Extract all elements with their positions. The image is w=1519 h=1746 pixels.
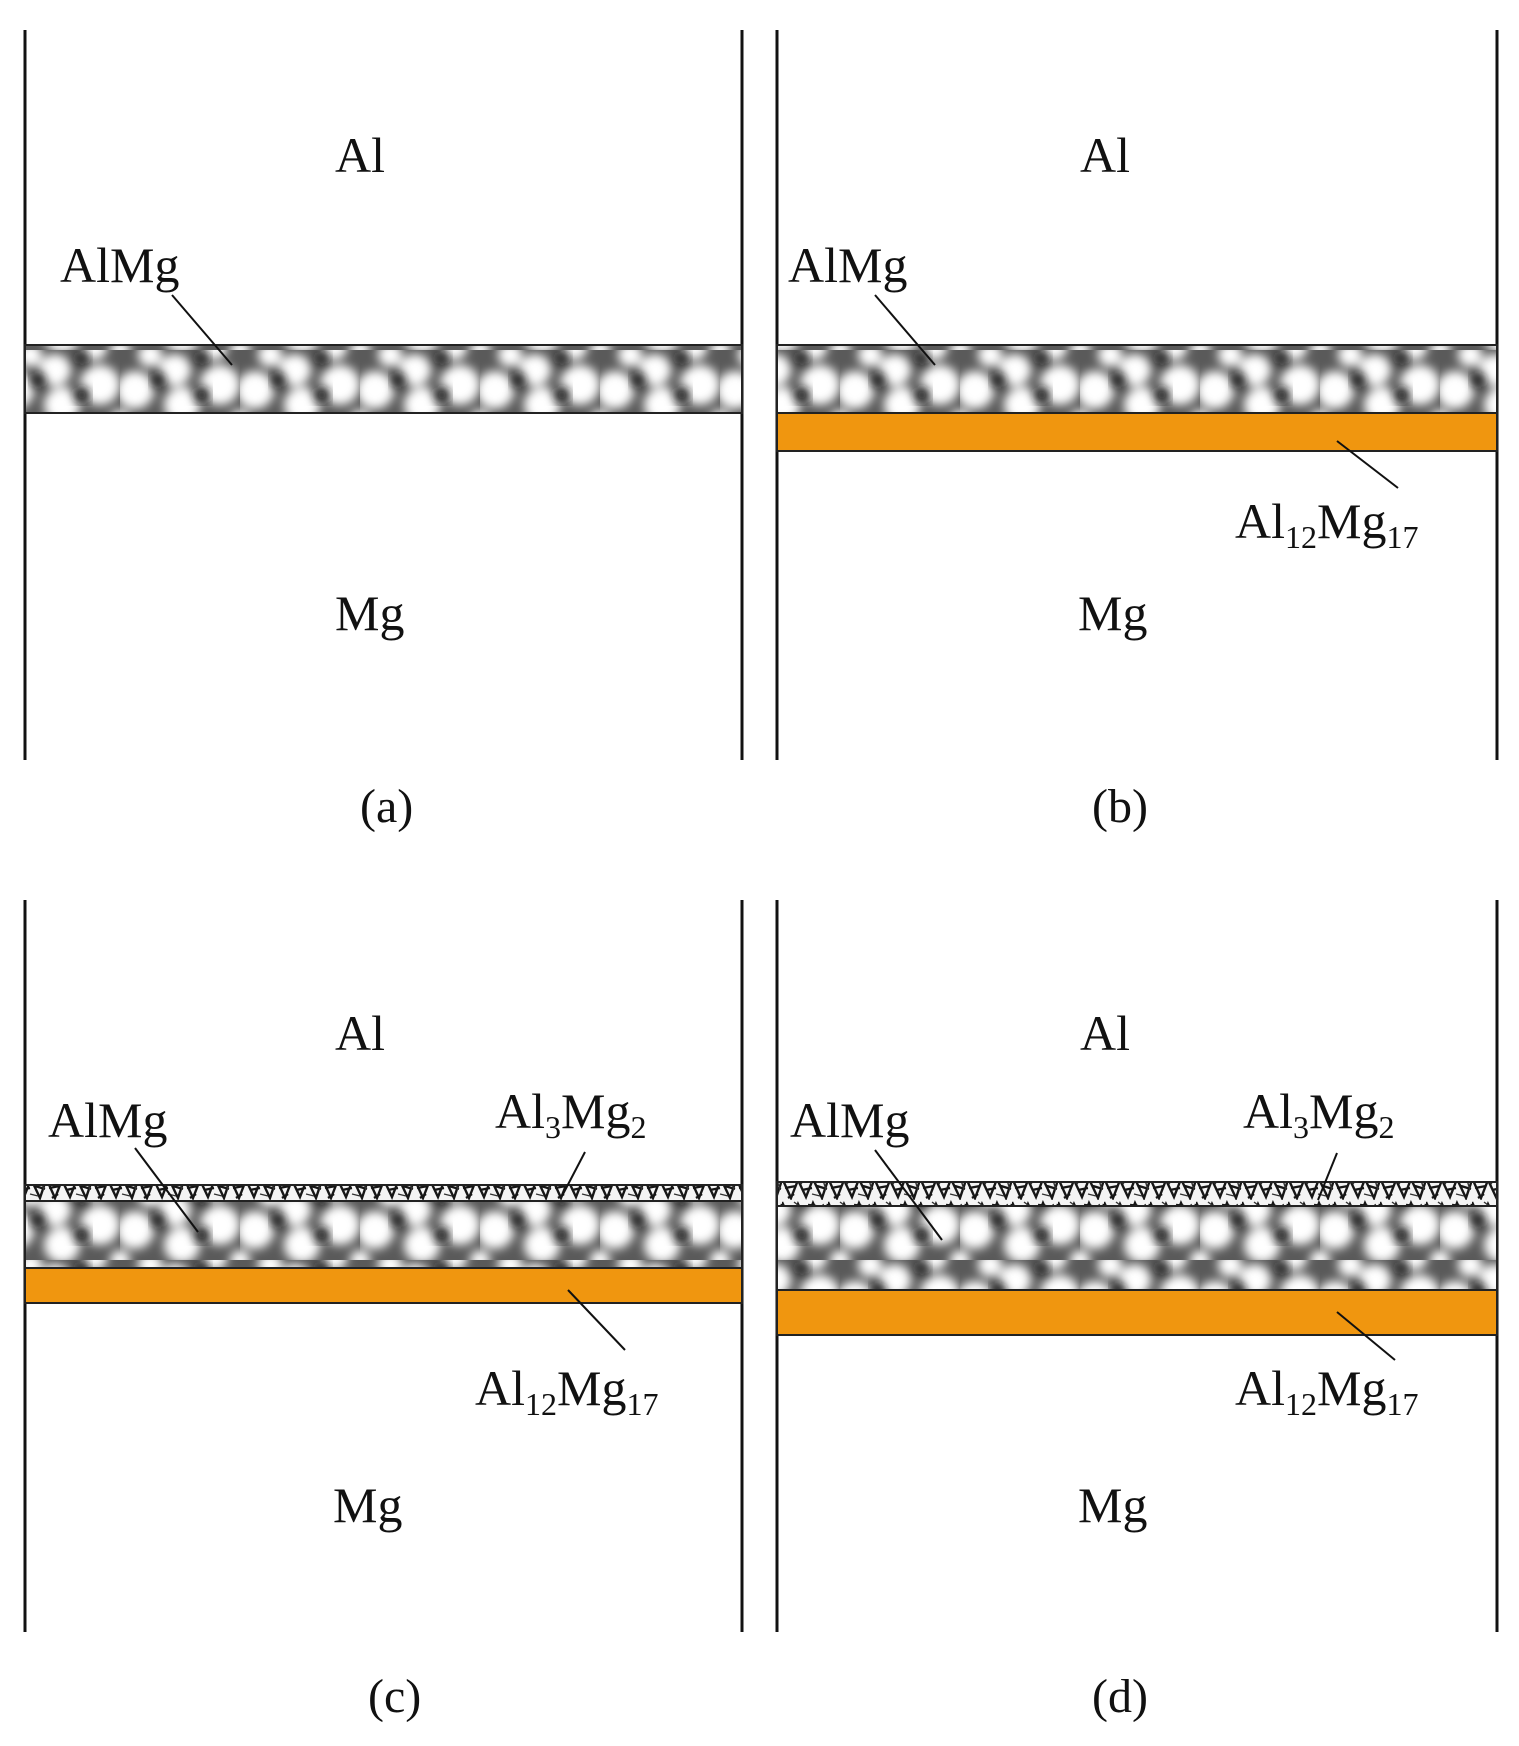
panel-d-al12mg17-layer [776, 1289, 1498, 1336]
panel-c-almg-label: AlMg [48, 1092, 167, 1148]
panel-b-bottom-material: Mg [1078, 585, 1147, 641]
panel-b-al12mg17-label: Al12Mg17 [1235, 493, 1418, 555]
panel-a: Al AlMg Mg (a) [23, 30, 744, 833]
panel-b-al12mg17-leader [1336, 440, 1399, 489]
panel-b-almg-label: AlMg [788, 237, 907, 293]
panel-d-al3mg2-leader [1317, 1152, 1338, 1201]
panel-d-al3mg2-layer [776, 1181, 1498, 1207]
panel-c-top-material: Al [335, 1005, 385, 1061]
panel-b-almg-leader [874, 294, 936, 366]
panel-d-top-material: Al [1080, 1005, 1130, 1061]
panel-a-almg-layer [24, 344, 743, 414]
panel-b-caption: (b) [1092, 780, 1148, 833]
panel-c-al12mg17-leader [567, 1289, 626, 1351]
panel-c-al12mg17-label: Al12Mg17 [475, 1360, 658, 1422]
panel-c-al3mg2-leader [561, 1151, 586, 1197]
panel-d-almg-label: AlMg [790, 1092, 909, 1148]
panel-b-al12mg17-layer [776, 412, 1498, 452]
panel-d-caption: (d) [1092, 1670, 1148, 1723]
panel-c-almg-layer [24, 1200, 743, 1269]
panel-d-almg-layer [776, 1205, 1498, 1291]
panel-c-al12mg17-layer [24, 1267, 743, 1304]
panel-a-almg-label: AlMg [60, 237, 179, 293]
panel-d-almg-leader [874, 1149, 943, 1241]
panel-b: Al AlMg Al12Mg17 Mg (b) [775, 30, 1499, 833]
panel-a-almg-leader [171, 294, 233, 366]
panel-c-caption: (c) [368, 1670, 421, 1723]
panel-d-al12mg17-leader [1336, 1311, 1396, 1361]
panel-c-bottom-material: Mg [333, 1477, 402, 1533]
panel-b-almg-layer [776, 344, 1498, 414]
panel-a-caption: (a) [360, 780, 413, 833]
panel-d: Al AlMg Al3Mg2 Al12Mg17 Mg (d) [775, 900, 1499, 1723]
panel-c-al3mg2-label: Al3Mg2 [495, 1083, 646, 1145]
panel-d-al3mg2-label: Al3Mg2 [1243, 1083, 1394, 1145]
panel-c: Al AlMg Al3Mg2 Al12Mg17 Mg (c) [23, 900, 744, 1723]
panel-c-al3mg2-layer [24, 1184, 743, 1202]
panel-d-bottom-material: Mg [1078, 1477, 1147, 1533]
panel-c-almg-leader [134, 1147, 199, 1233]
panel-d-al12mg17-label: Al12Mg17 [1235, 1360, 1418, 1422]
panel-a-top-material: Al [335, 127, 385, 183]
panel-a-bottom-material: Mg [335, 585, 404, 641]
panel-b-top-material: Al [1080, 127, 1130, 183]
